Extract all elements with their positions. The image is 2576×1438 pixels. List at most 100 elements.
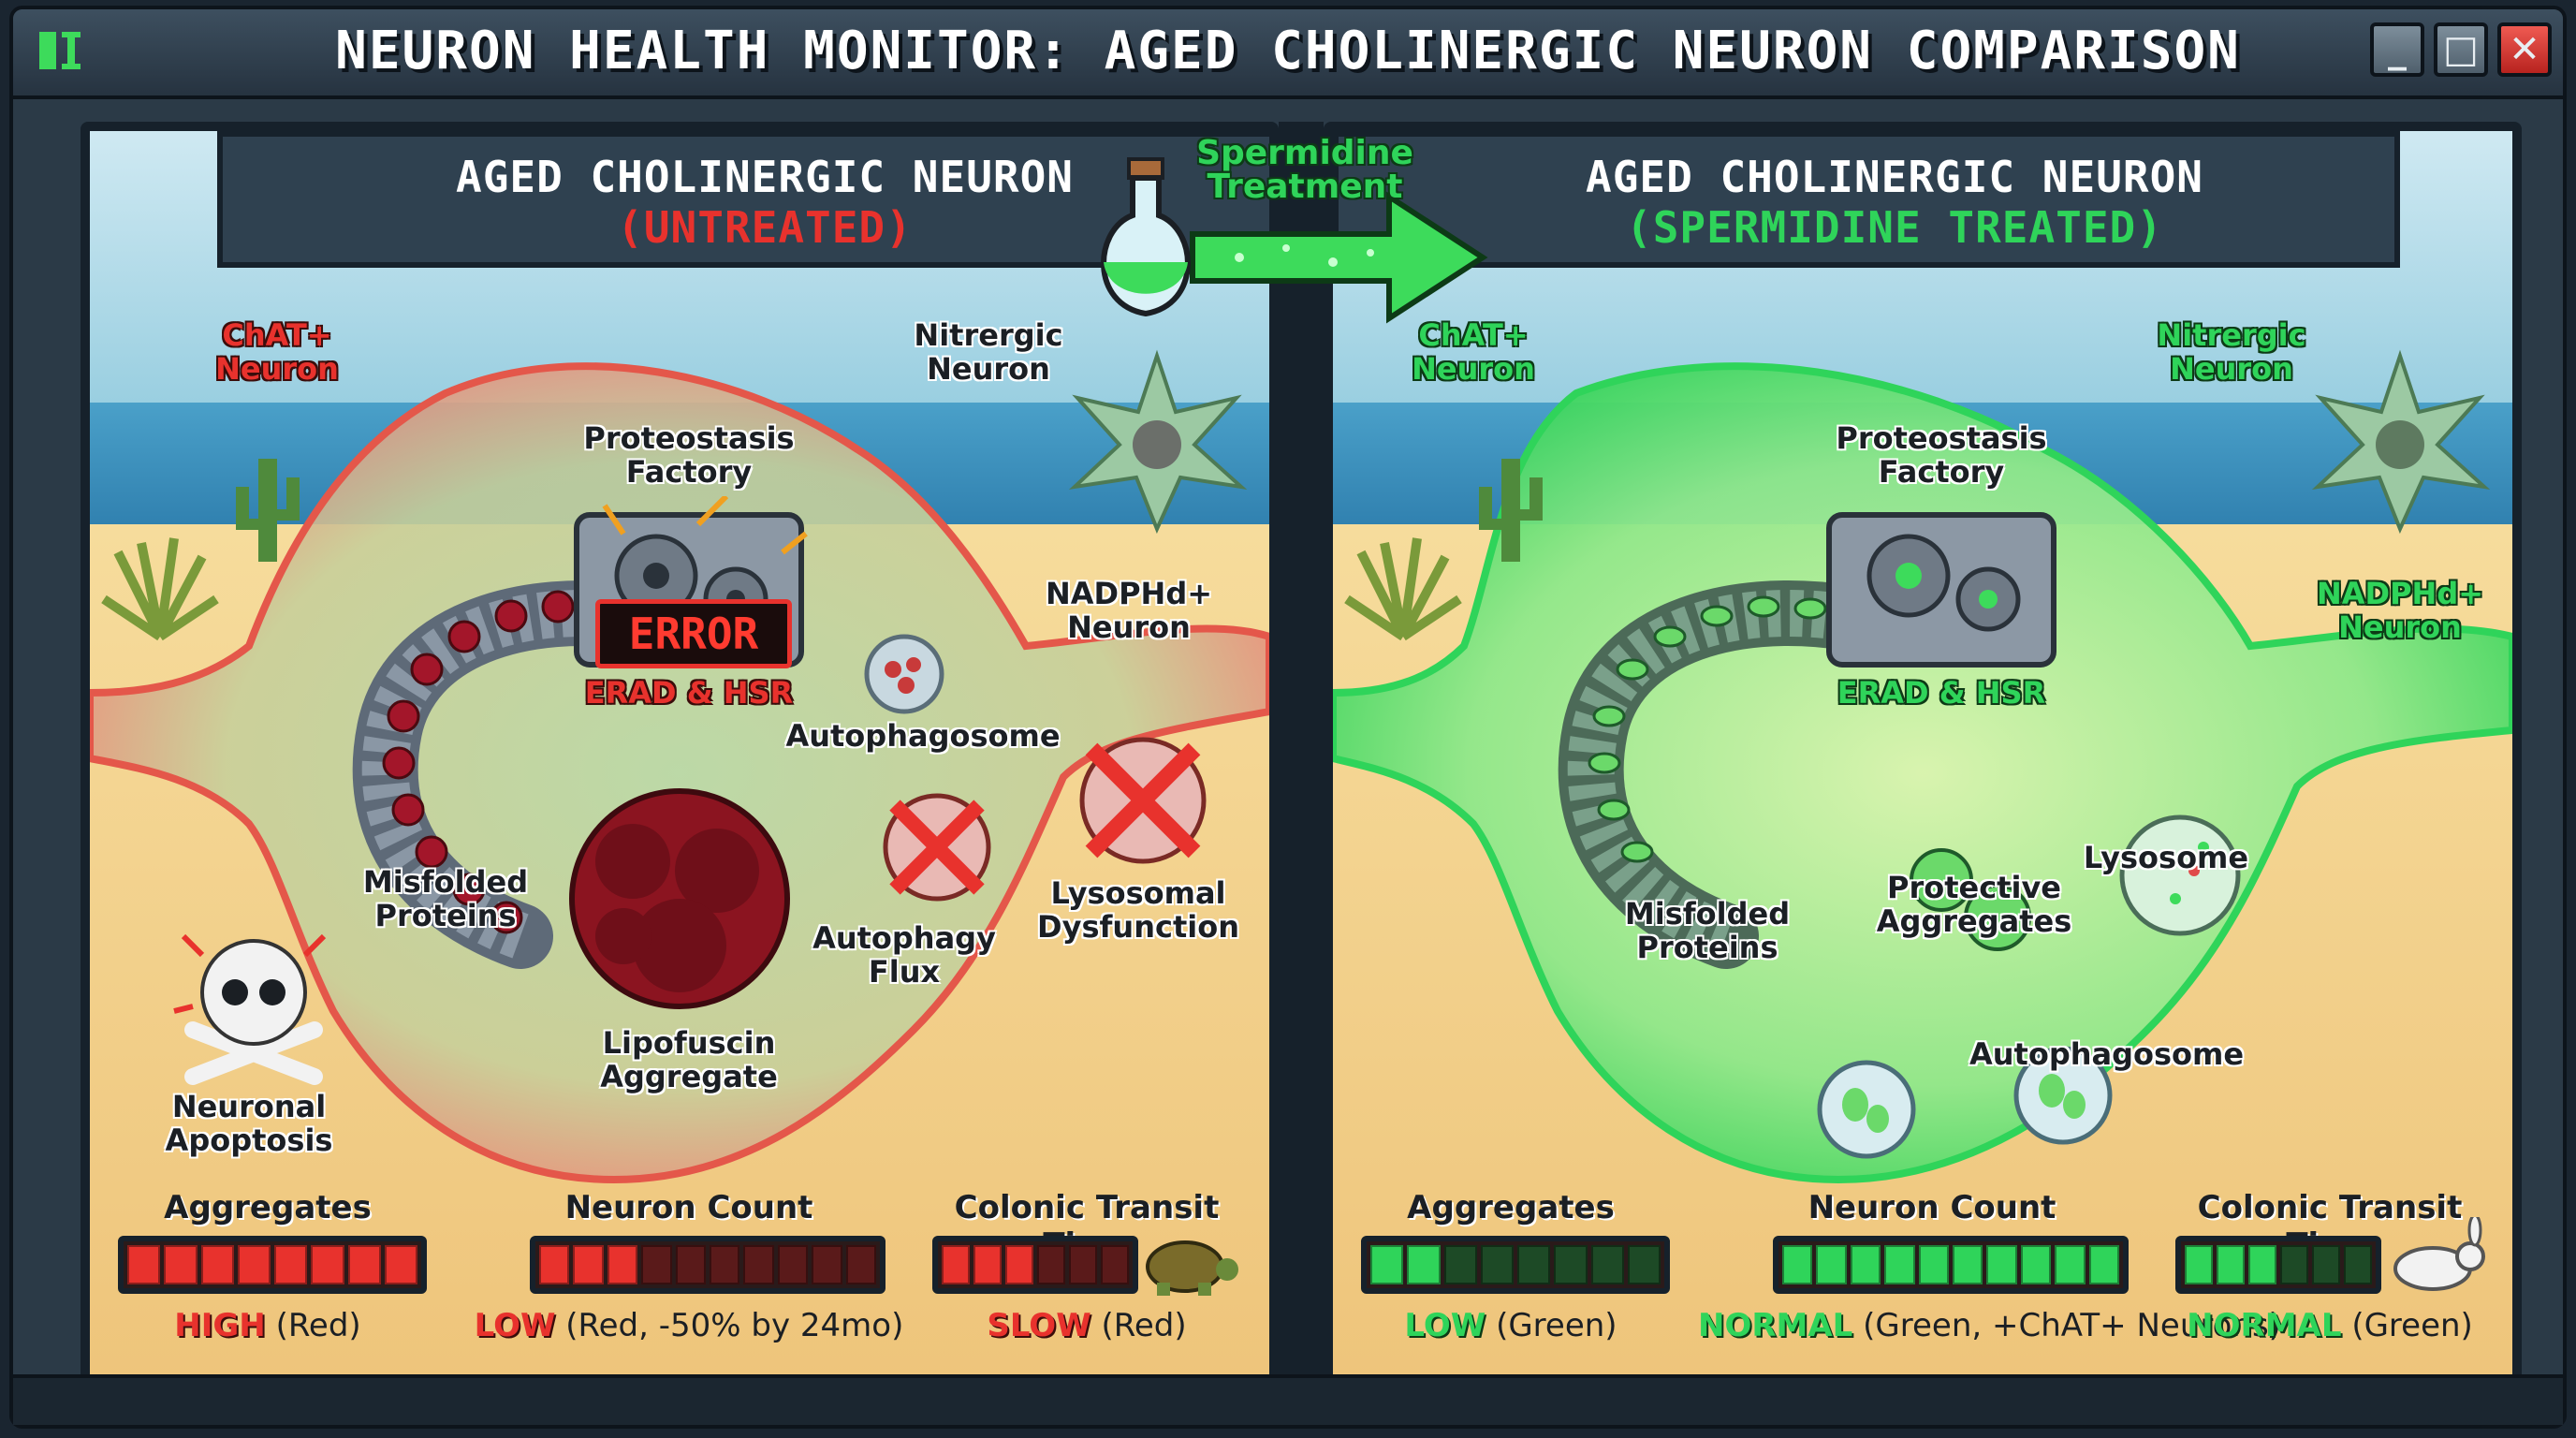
chat-neuron-label: ChAT+ Neuron	[1412, 317, 1535, 387]
chat-neuron-label: ChAT+ Neuron	[215, 317, 339, 387]
meter-segment	[347, 1245, 381, 1284]
meter-segment	[200, 1245, 234, 1284]
chat-neuron-cell	[1333, 362, 2512, 1184]
treated-header: AGED CHOLINERGIC NEURON (SPERMIDINE TREA…	[1333, 131, 2400, 268]
nadphd-neuron-label: NADPHd+ Neuron	[2316, 576, 2484, 645]
erad-hsr-label: ERAD & HSR	[1837, 675, 2046, 711]
meter-segment	[2280, 1245, 2308, 1284]
autophagosome-icon	[1817, 1060, 1916, 1159]
meter-segment	[743, 1245, 774, 1284]
treatment-label: Spermidine Treatment	[1183, 137, 1427, 204]
meter-segment	[1005, 1245, 1033, 1284]
treated-header-title: AGED CHOLINERGIC NEURON	[1586, 152, 2203, 202]
neuron-count-meter-title: Neuron Count	[1808, 1189, 2056, 1226]
meter-segment	[384, 1245, 417, 1284]
lipofuscin-aggregate-icon	[569, 788, 790, 1009]
meter-segment	[1517, 1245, 1551, 1284]
minimize-icon: _	[2388, 28, 2407, 71]
desert-shrub-icon	[101, 537, 219, 641]
neuron-count-meter	[1773, 1236, 2129, 1294]
meter-segment	[237, 1245, 271, 1284]
autophagosome-label: Autophagosome	[785, 718, 1061, 754]
meter-segment	[1037, 1245, 1065, 1284]
autophagosome-icon	[864, 634, 944, 714]
meter-segment	[539, 1245, 570, 1284]
meter-segment	[675, 1245, 707, 1284]
treatment-label-line1: Spermidine	[1196, 134, 1413, 172]
autophagosome-icon	[2013, 1046, 2113, 1145]
cactus-icon	[1479, 459, 1543, 562]
meter-segment	[1590, 1245, 1624, 1284]
meter-segment	[1782, 1245, 1813, 1284]
aggregates-meter	[1361, 1236, 1670, 1294]
minimize-button[interactable]: _	[2370, 22, 2424, 77]
meter-segment	[2020, 1245, 2052, 1284]
meter-segment	[1816, 1245, 1847, 1284]
neuron-count-status: LOW (Red, -50% by 24mo)	[474, 1307, 904, 1344]
untreated-header-subtitle: (UNTREATED)	[617, 202, 913, 253]
meter-segment	[641, 1245, 672, 1284]
untreated-header: AGED CHOLINERGIC NEURON (UNTREATED)	[217, 131, 1269, 268]
blocked-lysosome-icon	[1079, 737, 1207, 864]
meter-segment	[1101, 1245, 1129, 1284]
close-button[interactable]: ✕	[2497, 22, 2552, 77]
meter-segment	[1370, 1245, 1404, 1284]
meter-segment	[1407, 1245, 1441, 1284]
untreated-header-title: AGED CHOLINERGIC NEURON	[456, 152, 1074, 202]
apoptosis-label: Neuronal Apoptosis	[165, 1089, 333, 1158]
transit-status: NORMAL (Green)	[2187, 1307, 2473, 1344]
meter-segment	[1918, 1245, 1950, 1284]
aggregates-status: LOW (Green)	[1404, 1307, 1617, 1344]
nitrergic-neuron-label: Nitrergic Neuron	[2157, 317, 2306, 387]
meter-segment	[2185, 1245, 2213, 1284]
aggregates-meter-title: Aggregates	[1407, 1189, 1615, 1226]
meter-segment	[942, 1245, 970, 1284]
misfolded-protein-conveyor	[1558, 580, 1881, 969]
autophagosome-label: Autophagosome	[1969, 1036, 2245, 1072]
transit-meter	[932, 1236, 1138, 1294]
meter-segment	[607, 1245, 638, 1284]
neuron-count-meter-title: Neuron Count	[564, 1189, 813, 1226]
rabbit-icon	[2393, 1217, 2485, 1291]
meter-segment	[1884, 1245, 1915, 1284]
transit-status: SLOW (Red)	[987, 1307, 1187, 1344]
meter-segment	[2344, 1245, 2372, 1284]
meter-segment	[1986, 1245, 2017, 1284]
meter-segment	[164, 1245, 198, 1284]
factory-label: Proteostasis Factory	[1836, 420, 2047, 490]
meter-segment	[1554, 1245, 1588, 1284]
blocked-autophagy-icon	[883, 793, 991, 902]
meter-segment	[973, 1245, 1002, 1284]
lysosome-label: Lysosome	[2083, 840, 2249, 875]
maximize-icon: □	[2443, 28, 2479, 71]
maximize-button[interactable]: □	[2434, 22, 2488, 77]
neuron-count-status: NORMAL (Green, +ChAT+ Neurons)	[1698, 1307, 2281, 1344]
factory-label: Proteostasis Factory	[583, 420, 795, 490]
skull-crossbones-icon	[173, 933, 327, 1085]
app-window: NEURON HEALTH MONITOR: AGED CHOLINERGIC …	[9, 6, 2567, 1429]
meter-segment	[1069, 1245, 1097, 1284]
lysosomal-dysfunction-label: Lysosomal Dysfunction	[1037, 875, 1239, 945]
window-title: NEURON HEALTH MONITOR: AGED CHOLINERGIC …	[335, 21, 2241, 81]
transit-meter	[2175, 1236, 2381, 1294]
chat-neuron-cell	[90, 362, 1269, 1184]
meter-segment	[2217, 1245, 2245, 1284]
nitrergic-neuron-icon	[2311, 349, 2491, 534]
meter-segment	[2248, 1245, 2276, 1284]
meter-segment	[1953, 1245, 1983, 1284]
close-icon: ✕	[2509, 28, 2540, 71]
meter-segment	[777, 1245, 809, 1284]
protective-aggregates-label: Protective Aggregates	[1876, 870, 2072, 939]
treated-header-subtitle: (SPERMIDINE TREATED)	[1626, 202, 2163, 253]
meter-segment	[573, 1245, 604, 1284]
potion-flask-icon	[1101, 157, 1191, 317]
aggregates-meter-title: Aggregates	[164, 1189, 372, 1226]
nitrergic-neuron-icon	[1068, 349, 1248, 534]
misfolded-proteins-label: Misfolded Proteins	[362, 864, 529, 933]
neuron-count-meter	[530, 1236, 886, 1294]
meter-segment	[2055, 1245, 2086, 1284]
misfolded-proteins-label: Misfolded Proteins	[1624, 896, 1791, 965]
nitrergic-neuron-label: Nitrergic Neuron	[914, 317, 1063, 387]
panel-divider	[1279, 122, 1324, 1386]
meter-segment	[127, 1245, 161, 1284]
